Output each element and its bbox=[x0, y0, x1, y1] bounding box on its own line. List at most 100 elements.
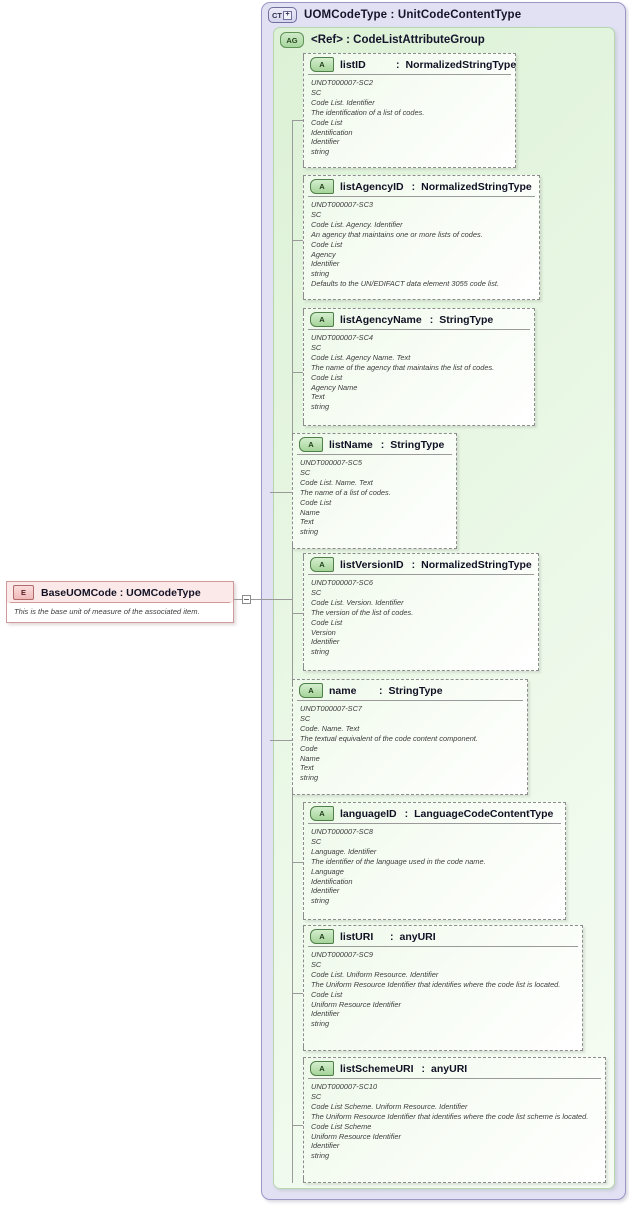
complex-type-icon-label: CT bbox=[272, 10, 282, 20]
attribute-connector-0 bbox=[292, 120, 303, 121]
doc-line: UNDT000007-SC2 bbox=[311, 78, 374, 87]
corner-fold-icon bbox=[303, 1176, 311, 1183]
attribute-box-listURI[interactable]: A listURI : anyURI UNDT000007-SC9 SC Cod… bbox=[303, 925, 583, 1051]
attribute-group-icon[interactable]: AG bbox=[280, 32, 304, 48]
attribute-separator: : bbox=[390, 930, 394, 943]
doc-line: string bbox=[311, 402, 330, 412]
doc-line: UNDT000007-SC5 bbox=[300, 458, 363, 467]
attribute-documentation: UNDT000007-SC6 SC Code List. Version. Id… bbox=[304, 575, 538, 661]
doc-line: Name bbox=[300, 507, 320, 517]
attribute-type: LanguageCodeContentType bbox=[414, 807, 554, 820]
attribute-name: languageID bbox=[340, 807, 397, 820]
attribute-documentation: UNDT000007-SC5 SC Code List. Name. Text … bbox=[293, 455, 456, 541]
doc-line: UNDT000007-SC7 bbox=[300, 704, 363, 713]
doc-line: The identification of a list of codes. bbox=[311, 107, 425, 117]
attribute-connector-1 bbox=[292, 240, 303, 241]
attribute-box-listID[interactable]: A listID : NormalizedStringType UNDT0000… bbox=[303, 53, 516, 168]
complex-type-icon[interactable]: CT+ bbox=[268, 7, 297, 23]
doc-line: Agency bbox=[311, 249, 336, 259]
doc-line: Code List bbox=[311, 372, 343, 382]
attribute-box-languageID[interactable]: A languageID : LanguageCodeContentType U… bbox=[303, 802, 566, 920]
doc-line: SC bbox=[311, 209, 322, 219]
attribute-box-listName[interactable]: A listName : StringType UNDT000007-SC5 S… bbox=[292, 433, 457, 549]
doc-line: The version of the list of codes. bbox=[311, 607, 414, 617]
attribute-icon[interactable]: A bbox=[310, 57, 334, 72]
doc-line: string bbox=[311, 1151, 330, 1161]
doc-line: Code List. Identifier bbox=[311, 97, 375, 107]
doc-line: Version bbox=[311, 627, 336, 637]
attribute-connector-2 bbox=[292, 372, 303, 373]
doc-line: UNDT000007-SC9 bbox=[311, 950, 374, 959]
doc-line: Code List. Name. Text bbox=[300, 477, 373, 487]
attribute-group-header: AG <Ref> : CodeListAttributeGroup bbox=[280, 32, 485, 48]
attribute-box-name[interactable]: A name : StringType UNDT000007-SC7 SC Co… bbox=[292, 679, 528, 795]
attribute-header: A listID : NormalizedStringType bbox=[304, 54, 517, 75]
attribute-icon[interactable]: A bbox=[299, 683, 323, 698]
doc-line: string bbox=[311, 269, 330, 279]
attribute-icon[interactable]: A bbox=[310, 806, 334, 821]
attribute-group-title: <Ref> : CodeListAttributeGroup bbox=[311, 34, 485, 46]
attribute-box-listSchemeURI[interactable]: A listSchemeURI : anyURI UNDT000007-SC10… bbox=[303, 1057, 606, 1183]
doc-line: UNDT000007-SC10 bbox=[311, 1082, 378, 1091]
attribute-group-icon-label: AG bbox=[286, 35, 298, 45]
attribute-box-listVersionID[interactable]: A listVersionID : NormalizedStringType U… bbox=[303, 553, 539, 671]
attribute-header: A listAgencyID : NormalizedStringType bbox=[304, 176, 539, 197]
element-box-BaseUOMCode[interactable]: E BaseUOMCode : UOMCodeType This is the … bbox=[6, 581, 234, 623]
doc-line: Code List Scheme bbox=[311, 1121, 372, 1131]
attribute-documentation: UNDT000007-SC7 SC Code. Name. Text The t… bbox=[293, 701, 527, 787]
attribute-icon[interactable]: A bbox=[299, 437, 323, 452]
attribute-connector-7 bbox=[292, 993, 303, 994]
doc-line: SC bbox=[300, 467, 311, 477]
attribute-separator: : bbox=[379, 684, 383, 697]
attribute-separator: : bbox=[380, 438, 385, 451]
doc-line: Identifier bbox=[311, 1009, 340, 1019]
element-connector-right bbox=[251, 599, 293, 600]
attribute-type: anyURI bbox=[431, 1062, 468, 1075]
expand-icon[interactable]: + bbox=[283, 10, 292, 20]
doc-line: UNDT000007-SC4 bbox=[311, 333, 374, 342]
doc-line: Code. Name. Text bbox=[300, 723, 360, 733]
attribute-icon[interactable]: A bbox=[310, 929, 334, 944]
doc-line: The Uniform Resource Identifier that ide… bbox=[311, 979, 561, 989]
attribute-separator: : bbox=[404, 807, 409, 820]
attribute-name: listSchemeURI bbox=[340, 1062, 414, 1075]
doc-line: UNDT000007-SC3 bbox=[311, 200, 374, 209]
attribute-documentation: UNDT000007-SC9 SC Code List. Uniform Res… bbox=[304, 947, 582, 1033]
corner-fold-icon bbox=[303, 664, 311, 671]
attribute-name: name bbox=[329, 684, 357, 697]
corner-fold-icon bbox=[292, 788, 300, 795]
doc-line: UNDT000007-SC8 bbox=[311, 827, 374, 836]
doc-line: Text bbox=[300, 763, 314, 773]
attribute-name: listAgencyName bbox=[340, 313, 422, 326]
doc-line: string bbox=[300, 527, 319, 537]
doc-line: Identifier bbox=[311, 259, 340, 269]
element-header: E BaseUOMCode : UOMCodeType bbox=[7, 582, 233, 603]
doc-line: string bbox=[300, 773, 319, 783]
attribute-header: A listSchemeURI : anyURI bbox=[304, 1058, 605, 1079]
attribute-icon[interactable]: A bbox=[310, 1061, 334, 1076]
attribute-documentation: UNDT000007-SC4 SC Code List. Agency Name… bbox=[304, 330, 534, 416]
doc-line: string bbox=[311, 147, 330, 157]
doc-line: Uniform Resource Identifier bbox=[311, 999, 401, 1009]
attribute-box-listAgencyID[interactable]: A listAgencyID : NormalizedStringType UN… bbox=[303, 175, 540, 300]
attribute-type: NormalizedStringType bbox=[405, 58, 517, 71]
element-icon[interactable]: E bbox=[13, 585, 34, 600]
doc-line: Code List. Uniform Resource. Identifier bbox=[311, 969, 439, 979]
attribute-connector-5 bbox=[270, 740, 292, 741]
doc-line: The name of a list of codes. bbox=[300, 487, 391, 497]
attribute-icon[interactable]: A bbox=[310, 312, 334, 327]
doc-line: Code List bbox=[300, 497, 332, 507]
attribute-type: NormalizedStringType bbox=[421, 558, 532, 571]
doc-line: SC bbox=[311, 1091, 322, 1101]
element-documentation: This is the base unit of measure of the … bbox=[7, 603, 233, 621]
collapse-toggle[interactable] bbox=[242, 595, 251, 604]
attribute-header: A listAgencyName : StringType bbox=[304, 309, 534, 330]
attribute-header: A listURI : anyURI bbox=[304, 926, 582, 947]
attribute-box-listAgencyName[interactable]: A listAgencyName : StringType UNDT000007… bbox=[303, 308, 535, 426]
doc-line: SC bbox=[300, 713, 311, 723]
attribute-icon[interactable]: A bbox=[310, 557, 334, 572]
doc-line: SC bbox=[311, 587, 322, 597]
doc-line: Text bbox=[311, 392, 325, 402]
attribute-icon[interactable]: A bbox=[310, 179, 334, 194]
